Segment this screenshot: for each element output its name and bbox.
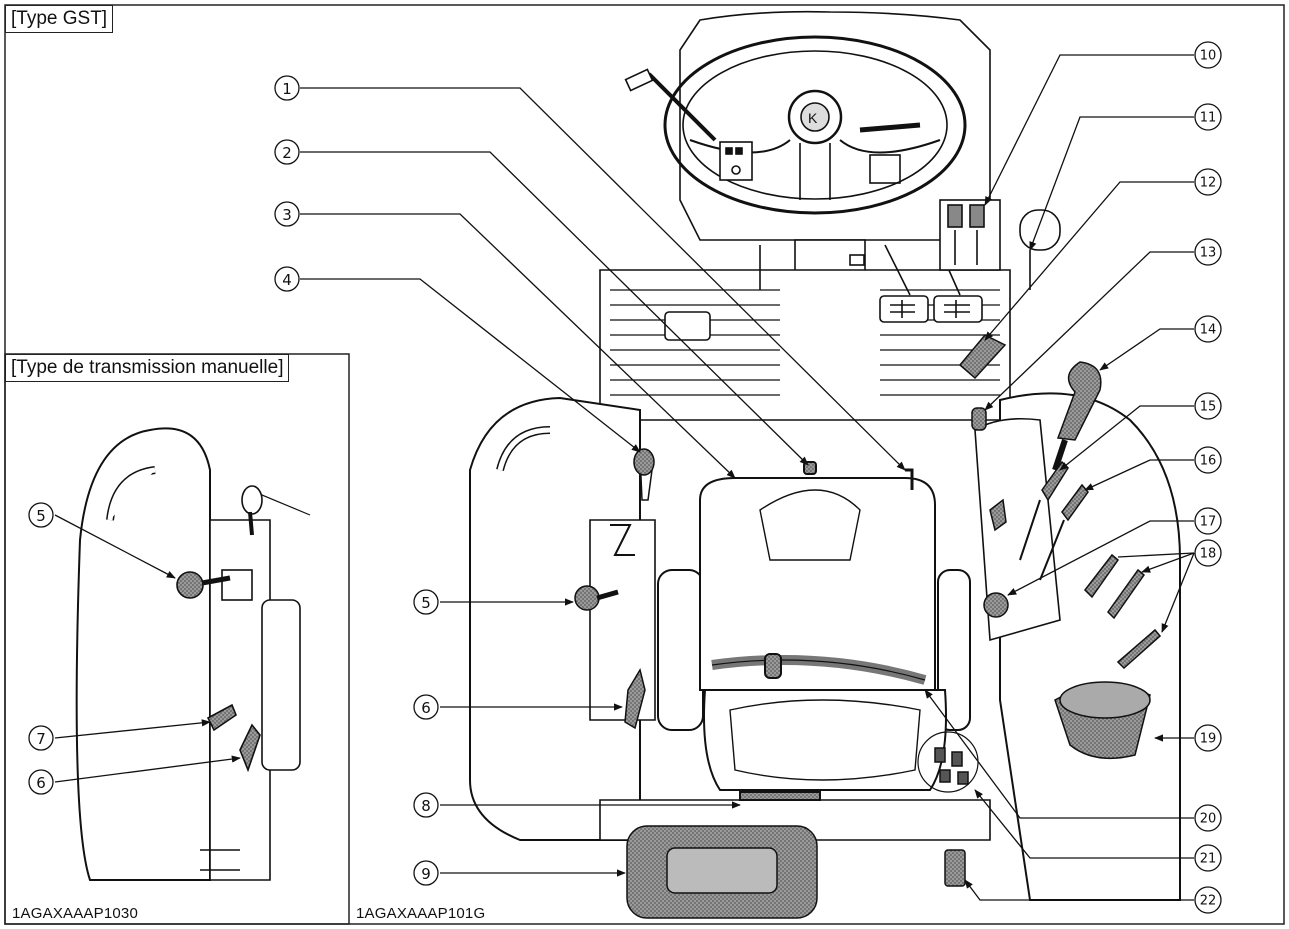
callout-11: 11 (1200, 111, 1217, 126)
callout-6: 6 (421, 699, 431, 717)
svg-text:K: K (808, 110, 818, 126)
callout-13: 13 (1200, 246, 1217, 261)
callout-10: 10 (1200, 49, 1217, 64)
callout-14: 14 (1200, 323, 1217, 338)
shaded-controls (574, 334, 1162, 919)
callout-22: 22 (1200, 894, 1217, 909)
callout-2: 2 (282, 144, 292, 162)
heading-manual-transmission: [Type de transmission manuelle] (5, 354, 290, 382)
callout-18: 18 (1200, 547, 1217, 562)
figure-code-main: 1AGAXAAAP101G (356, 905, 486, 922)
inset-callout-6: 6 (36, 774, 46, 792)
operator-seat (657, 461, 971, 801)
callout-circles (28, 41, 1222, 914)
inset-callout-5: 5 (36, 507, 46, 525)
callout-9: 9 (421, 865, 431, 883)
inset-drawing (75, 427, 311, 881)
callout-21: 21 (1200, 852, 1217, 867)
inset-callout-7: 7 (36, 730, 46, 748)
tractor-body: K (469, 10, 1181, 901)
callout-16: 16 (1200, 454, 1217, 469)
callout-leaders (54, 54, 1195, 901)
callout-19: 19 (1200, 732, 1217, 747)
callout-20: 20 (1200, 812, 1217, 827)
callout-8: 8 (421, 797, 431, 815)
callout-17: 17 (1200, 515, 1217, 530)
callout-4: 4 (282, 271, 292, 289)
callout-3: 3 (282, 206, 292, 224)
callout-5: 5 (421, 594, 431, 612)
callout-12: 12 (1200, 176, 1217, 191)
figure-code-inset: 1AGAXAAAP1030 (12, 905, 139, 922)
callout-15: 15 (1200, 400, 1217, 415)
heading-type-gst: [Type GST] (5, 5, 114, 33)
callout-1: 1 (282, 80, 292, 98)
